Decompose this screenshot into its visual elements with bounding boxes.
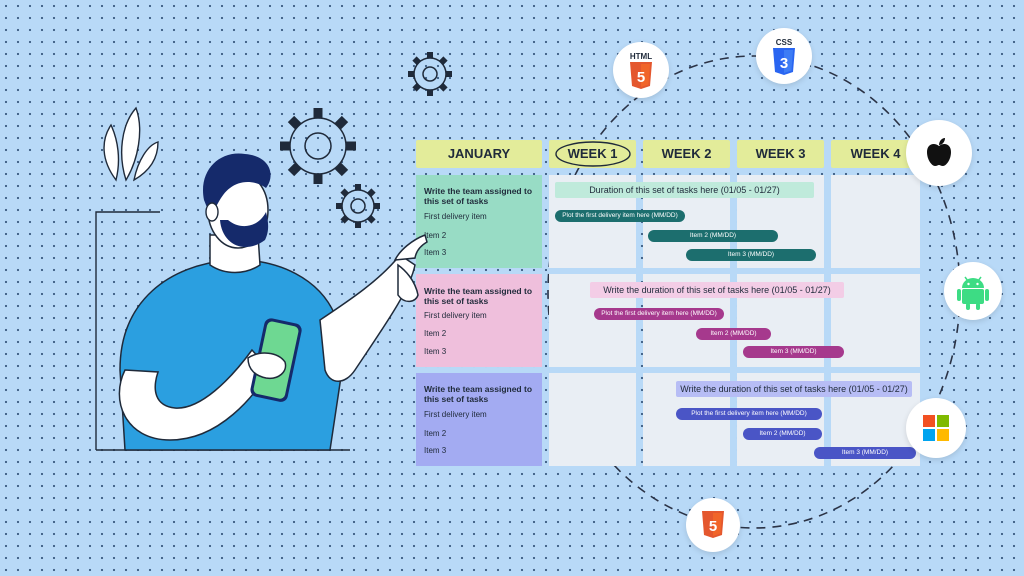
html5-icon: 5 <box>702 511 724 538</box>
group2-cell <box>416 274 542 367</box>
group1-title: Write the team assigned to this set of t… <box>424 186 533 206</box>
group2-item3: Item 3 <box>424 347 447 356</box>
group1-cell <box>416 175 542 268</box>
week1-column <box>549 175 636 466</box>
row-divider <box>549 268 920 274</box>
css3-glyph: 3 <box>780 55 788 72</box>
group1-duration-bar: Duration of this set of tasks here (01/0… <box>555 182 814 198</box>
group3-bar2: Item 2 (MM/DD) <box>743 428 822 440</box>
gantt-board <box>416 140 922 466</box>
android-badge <box>944 262 1002 320</box>
group2-bar2: Item 2 (MM/DD) <box>696 328 771 340</box>
css3-icon: CSS 3 <box>773 38 795 75</box>
group2-duration-bar: Write the duration of this set of tasks … <box>590 282 844 298</box>
html5-glyph: 5 <box>709 518 717 535</box>
html5-badge-top: HTML 5 <box>613 42 669 98</box>
group2-bar1: Plot the first delivery item here (MM/DD… <box>594 308 724 320</box>
frame-line <box>95 211 160 450</box>
css3-badge: CSS 3 <box>756 28 812 84</box>
month-header: JANUARY <box>416 140 542 168</box>
html5-badge-bottom: 5 <box>686 498 740 552</box>
html5-label: HTML <box>630 52 652 61</box>
week3-column <box>737 175 824 466</box>
group1-item1: First delivery item <box>424 212 487 221</box>
group3-bar3: Item 3 (MM/DD) <box>814 447 916 459</box>
group2-item1: First delivery item <box>424 311 487 320</box>
week1-header: WEEK 1 <box>549 140 636 168</box>
gear-icon-small <box>336 184 380 228</box>
group1-bar2: Item 2 (MM/DD) <box>648 230 778 242</box>
gear-icon <box>408 52 452 96</box>
apple-badge <box>906 120 972 186</box>
group1-bar3: Item 3 (MM/DD) <box>686 249 816 261</box>
group2-item2: Item 2 <box>424 329 447 338</box>
css3-label: CSS <box>776 38 793 47</box>
gear-icon-large <box>280 108 356 184</box>
group3-cell <box>416 373 542 466</box>
group3-duration-bar: Write the duration of this set of tasks … <box>676 381 912 397</box>
pointing-finger <box>393 234 428 261</box>
apple-icon <box>927 138 951 166</box>
ear <box>205 202 219 222</box>
row-divider <box>549 367 920 373</box>
week4-column <box>831 175 920 466</box>
group2-title: Write the team assigned to this set of t… <box>424 286 533 306</box>
beard <box>220 212 269 248</box>
week1-highlight-circle <box>555 141 631 167</box>
group1-item3: Item 3 <box>424 248 447 257</box>
week3-header: WEEK 3 <box>737 140 824 168</box>
group3-item2: Item 2 <box>424 429 447 438</box>
group3-bar1: Plot the first delivery item here (MM/DD… <box>676 408 822 420</box>
person-illustration <box>95 153 428 451</box>
group3-item3: Item 3 <box>424 446 447 455</box>
week4-header: WEEK 4 <box>831 140 920 168</box>
group3-item1: First delivery item <box>424 410 487 419</box>
week2-header: WEEK 2 <box>643 140 730 168</box>
group1-item2: Item 2 <box>424 231 447 240</box>
html5-glyph: 5 <box>637 69 645 86</box>
windows-badge <box>906 398 966 458</box>
group1-bar1: Plot the first delivery item here (MM/DD… <box>555 210 685 222</box>
hair <box>203 153 271 215</box>
windows-icon <box>923 415 949 441</box>
html5-icon: HTML 5 <box>630 52 652 89</box>
group2-bar3: Item 3 (MM/DD) <box>743 346 844 358</box>
group3-title: Write the team assigned to this set of t… <box>424 384 533 404</box>
plant-icon <box>103 106 159 182</box>
pointing-hand <box>397 263 419 303</box>
holding-hand <box>247 352 287 380</box>
android-icon <box>957 276 989 310</box>
